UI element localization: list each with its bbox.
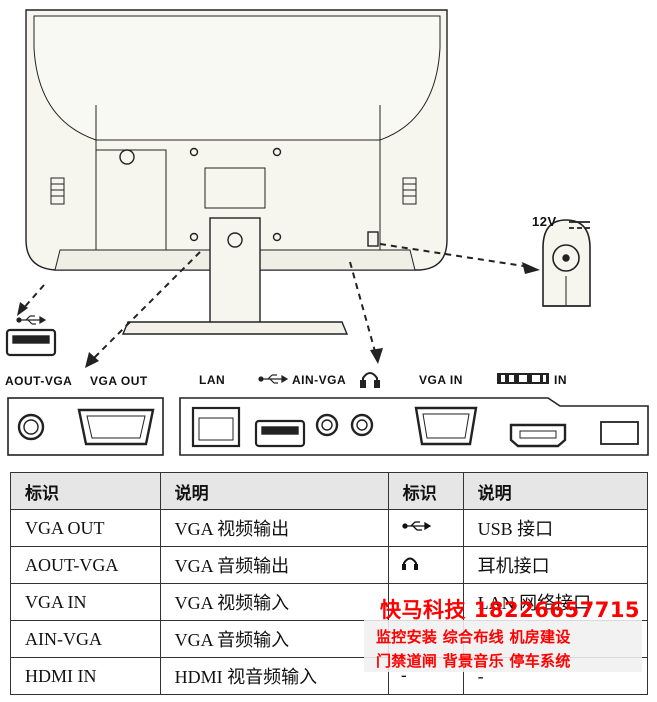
port-spec-table: 标识 说明 标识 说明 VGA OUT VGA 视频输出 USB 接口 AOUT… [10,472,649,695]
table-row: AIN-VGA VGA 音频输入 [10,620,649,658]
usb-port-left [5,328,57,357]
vent-right [402,177,417,205]
arrowhead-dc [522,262,540,274]
row-id: VGA IN [10,583,161,621]
vga-in-label: VGA IN [419,373,463,387]
table-header-row: 标识 说明 标识 说明 [10,472,649,510]
row-id: VGA OUT [10,509,161,547]
usb-symbol-left [16,315,47,325]
row-symbol [387,620,464,658]
row-id: HDMI IN [10,657,161,695]
row-symbol: - [387,657,464,695]
header-desc: 说明 [159,472,389,510]
arrowhead-vga-out [85,352,99,368]
row-desc: VGA 视频输出 [159,509,389,547]
arrow-to-dc [379,243,531,268]
row-meaning: LAN 网络接口 [462,583,649,621]
ain-vga-label: AIN-VGA [292,373,347,387]
table-row: VGA OUT VGA 视频输出 USB 接口 [10,509,649,547]
monitor-stand [121,217,349,335]
row-desc: VGA 视频输入 [159,583,389,621]
headphone-icon [387,546,464,584]
table-row: VGA IN VGA 视频输入 LAN 网络接口 [10,583,649,621]
row-desc: HDMI 视音频输入 [159,657,389,695]
aout-vga-label: AOUT-VGA [5,374,73,388]
header-symbol: 标识 [387,472,464,510]
row-desc: VGA 音频输出 [159,546,389,584]
row-symbol [387,583,464,621]
hdmi-in-label: IN [554,373,567,387]
row-id: AIN-VGA [10,620,161,658]
dc-in-label: 12V [532,214,557,229]
hdmi-logo [497,373,549,384]
arrow-to-vga-out [91,251,201,361]
header-id: 标识 [10,472,161,510]
row-meaning: 耳机接口 [462,546,649,584]
arrow-to-usb [21,284,45,311]
row-meaning [462,620,649,658]
row-id: AOUT-VGA [10,546,161,584]
headphone-symbol [360,372,380,388]
arrowhead-usb [17,302,28,316]
lan-label: LAN [199,373,226,387]
monitor-back-panel [25,9,448,271]
table-row: HDMI IN HDMI 视音频输入 - - [10,657,649,695]
table-row: AOUT-VGA VGA 音频输出 耳机接口 [10,546,649,584]
usb-symbol-right [258,374,289,384]
usb-icon [387,509,464,547]
row-meaning: - [462,657,649,695]
dc-power-connector [542,219,591,307]
row-desc: VGA 音频输入 [159,620,389,658]
monitor-rear-diagram [5,9,649,456]
vga-out-label: VGA OUT [90,374,148,388]
arrowhead-ports [370,348,383,364]
header-meaning: 说明 [462,472,649,510]
connector-panel-left [7,397,164,456]
arrow-to-ports [349,261,377,356]
dc-symbol [569,221,590,229]
vent-left [50,177,65,205]
row-meaning: USB 接口 [462,509,649,547]
connector-panel-right [179,397,649,456]
